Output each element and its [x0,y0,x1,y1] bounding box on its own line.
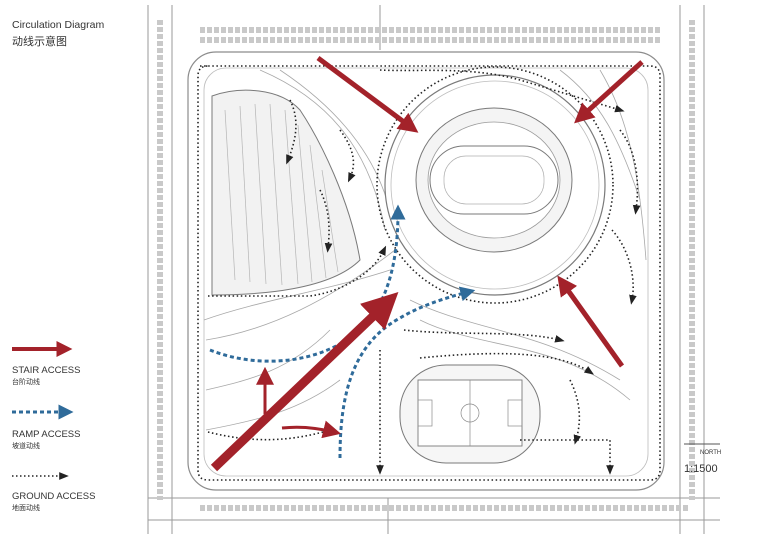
diagram-subtitle: 动线示意图 [12,34,67,48]
scale-label: 1:1500 [684,463,718,475]
stadium-ring-ground-route [376,66,614,304]
stair-route-southwest [210,292,399,472]
ground-legend-label-cn: 地面动线 [12,503,40,512]
stair-legend-label: STAIR ACCESS [12,365,80,376]
ramp-route-west [209,204,406,363]
stadium-field [429,145,559,215]
perimeter-ground-route [197,65,661,481]
stadium [384,74,606,296]
roads [147,5,720,534]
legend: STAIR ACCESS 台阶动线 RAMP ACCESS 坡道动线 GROUN… [12,341,95,512]
tree-rows [157,20,695,511]
legend-item-ramp: RAMP ACCESS 坡道动线 [12,404,80,450]
training-hall [211,89,361,296]
stair-route-southeast [557,275,625,368]
north-label: NORTH [700,450,721,456]
ground-access-routes [197,65,661,481]
stair-access-routes [210,55,644,472]
football-pitch [399,364,541,464]
ground-legend-label: GROUND ACCESS [12,491,95,502]
north-scale: NORTH 1:1500 [684,443,721,475]
diagram-title: Circulation Diagram [12,19,104,31]
site-boundary [187,51,665,491]
stair-route-south-short [281,420,341,439]
legend-item-stair: STAIR ACCESS 台阶动线 [12,341,80,386]
legend-item-ground: GROUND ACCESS 地面动线 [12,472,95,512]
site-inner-boundary [203,67,649,477]
stair-legend-label-cn: 台阶动线 [12,377,40,386]
ramp-legend-label: RAMP ACCESS [12,429,80,440]
stair-route-north [316,55,419,133]
stair-route-northeast [574,60,644,124]
ramp-legend-label-cn: 坡道动线 [12,441,40,450]
